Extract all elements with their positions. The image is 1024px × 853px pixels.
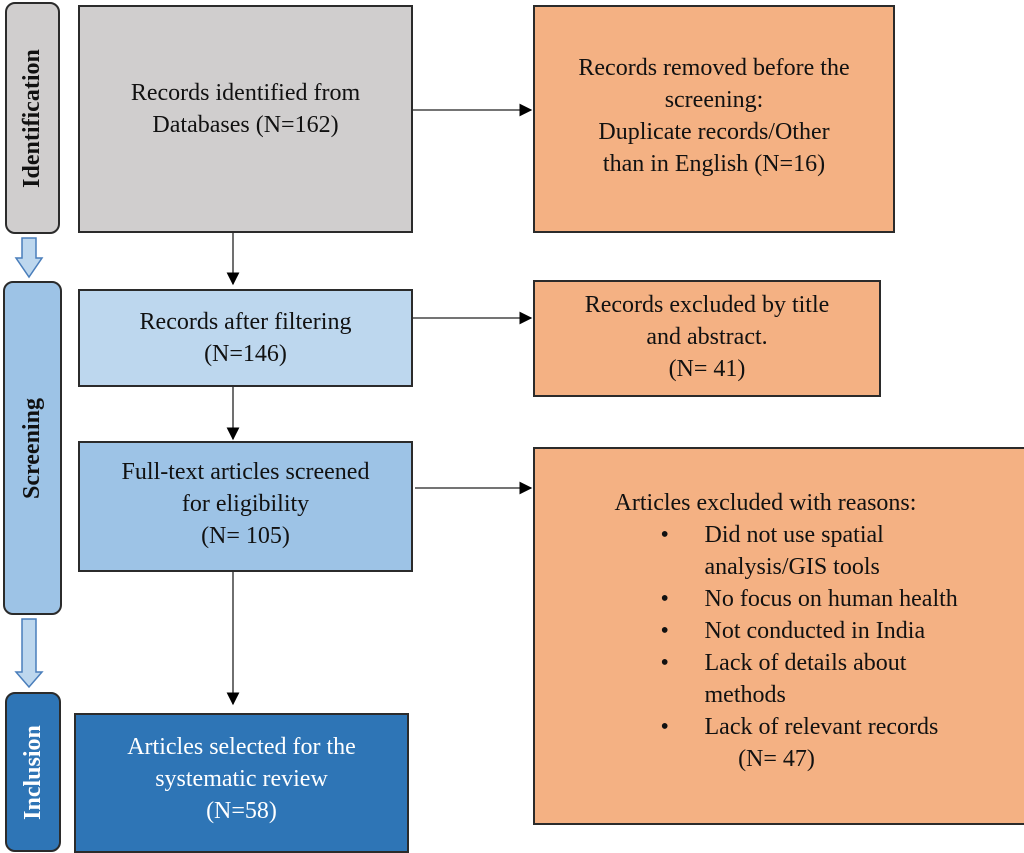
reason-item: Lack of relevant records xyxy=(661,711,961,743)
reason-item: Did not use spatial analysis/GIS tools xyxy=(661,519,935,583)
box-articles-selected: Articles selected for the systematic rev… xyxy=(74,713,409,853)
stage-label: Inclusion xyxy=(19,724,46,820)
box-records-filtered: Records after filtering (N=146) xyxy=(78,289,413,387)
box-excluded-reasons: Articles excluded with reasons: Did not … xyxy=(533,447,1024,825)
box-records-identified: Records identified from Databases (N=162… xyxy=(78,5,413,233)
reason-item: Not conducted in India xyxy=(661,615,961,647)
stage-label: Screening xyxy=(19,397,46,499)
excluded-reasons-list: Did not use spatial analysis/GIS tools N… xyxy=(661,519,961,743)
stage-identification: Identification xyxy=(5,2,60,234)
excluded-reasons-count: (N= 47) xyxy=(738,746,815,772)
stage-inclusion: Inclusion xyxy=(5,692,61,852)
reason-item: No focus on human health xyxy=(661,583,961,615)
reason-item: Lack of details about methods xyxy=(661,647,935,711)
box-records-removed: Records removed before the screening: Du… xyxy=(533,5,895,233)
stage-label: Identification xyxy=(19,48,46,188)
excluded-reasons-heading: Articles excluded with reasons: xyxy=(614,490,917,516)
stage-arrow-2-icon xyxy=(14,618,44,689)
box-excluded-title-abstract: Records excluded by title and abstract. … xyxy=(533,280,881,397)
stage-screening: Screening xyxy=(3,281,62,615)
box-fulltext-screened: Full-text articles screened for eligibil… xyxy=(78,441,413,572)
stage-arrow-1-icon xyxy=(14,237,44,279)
